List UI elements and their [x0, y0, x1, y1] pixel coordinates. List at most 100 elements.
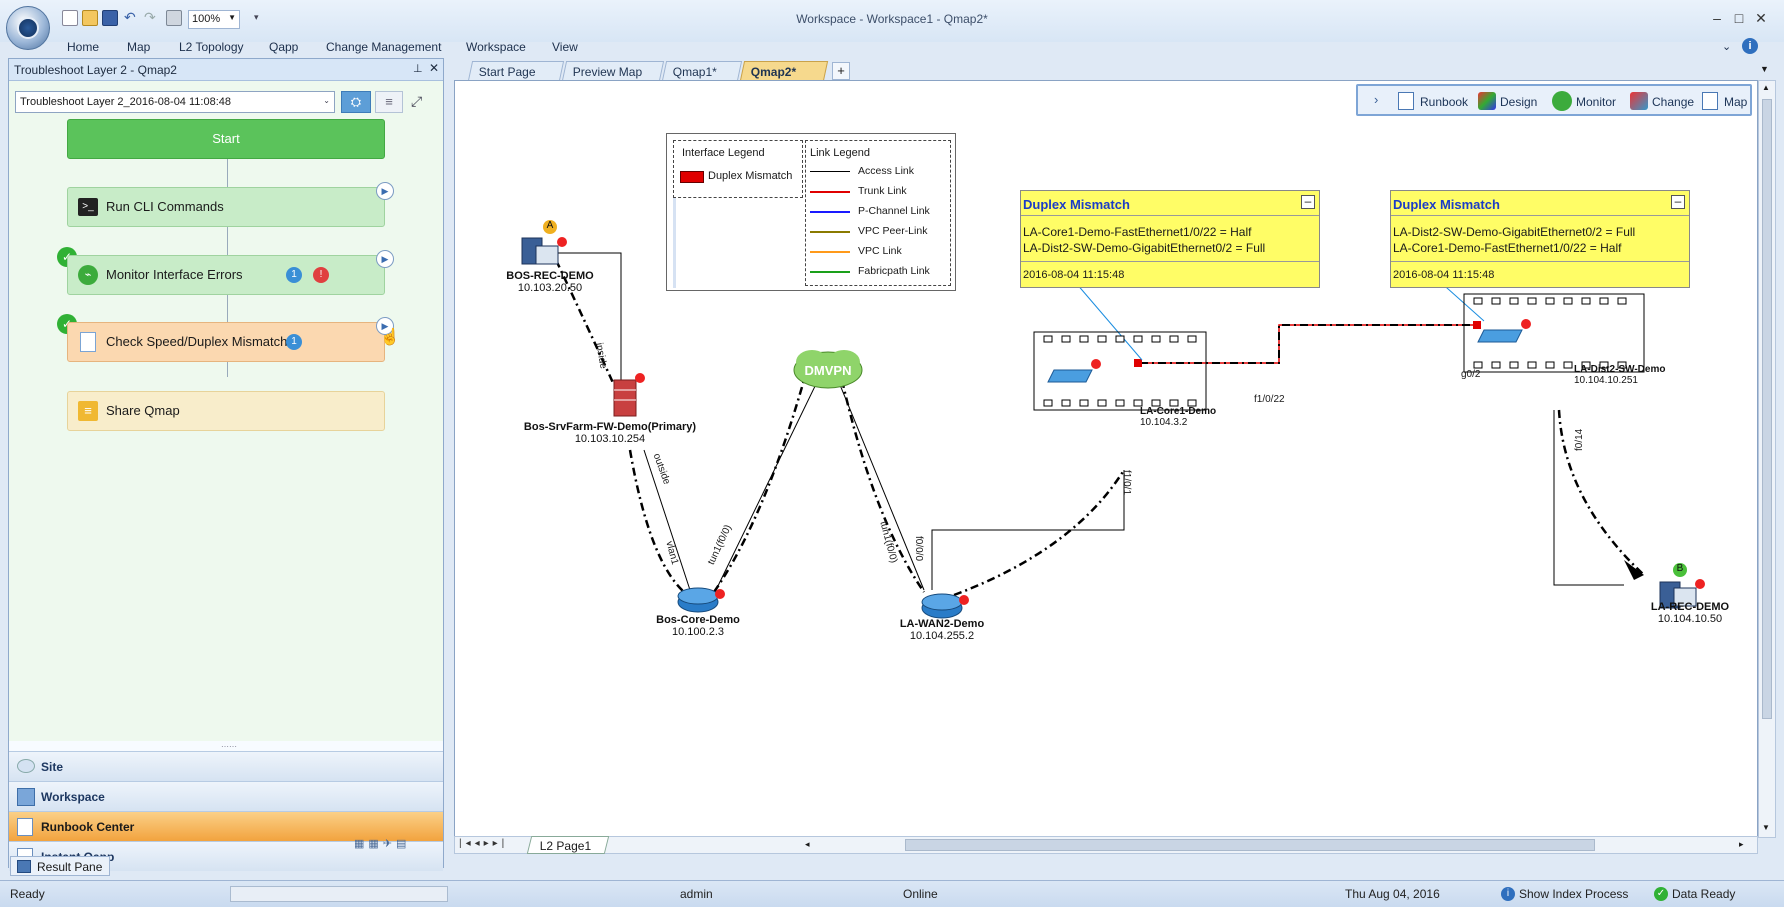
- device-bos-fw[interactable]: Bos-SrvFarm-FW-Demo(Primary)10.103.10.25…: [500, 421, 720, 445]
- save-icon[interactable]: [102, 10, 118, 26]
- tab-preview-map[interactable]: Preview Map: [561, 61, 665, 81]
- device-dmvpn[interactable]: DMVPN: [804, 363, 852, 378]
- menu-view[interactable]: View: [552, 40, 578, 54]
- legend-line-pchannel: [810, 211, 850, 213]
- horizontal-scroll-thumb[interactable]: [905, 839, 1595, 851]
- panel-small-icons[interactable]: ▦▦✈▤: [354, 838, 411, 850]
- toolbar-monitor[interactable]: Monitor: [1576, 95, 1617, 109]
- runbook-select[interactable]: Troubleshoot Layer 2_2016-08-04 11:08:48…: [15, 91, 335, 113]
- cloud-icon[interactable]: [793, 350, 863, 389]
- duplex-note-2[interactable]: Duplex Mismatch – LA-Dist2-SW-Demo-Gigab…: [1390, 190, 1690, 288]
- duplex-mismatch-marker[interactable]: [1134, 359, 1142, 367]
- menu-map[interactable]: Map: [127, 40, 151, 54]
- toolbar-change[interactable]: Change: [1652, 95, 1695, 109]
- print-icon[interactable]: [166, 10, 182, 26]
- data-ready-icon: ✓: [1654, 887, 1668, 901]
- vertical-scroll-thumb[interactable]: [1762, 99, 1772, 719]
- info-badge[interactable]: 1: [286, 267, 302, 283]
- router-icon[interactable]: [677, 587, 725, 613]
- start-step[interactable]: Start: [67, 119, 385, 159]
- run-step-icon[interactable]: ▶: [376, 317, 394, 335]
- scroll-right-icon[interactable]: ▸: [1739, 839, 1744, 849]
- step-run-cli[interactable]: >_ Run CLI Commands ▶: [67, 182, 394, 227]
- zoom-select[interactable]: 100%▼: [188, 10, 240, 29]
- step-label: Run CLI Commands: [106, 199, 224, 214]
- menu-home[interactable]: Home: [67, 40, 100, 54]
- note-collapse-button[interactable]: –: [1671, 195, 1685, 209]
- router-icon[interactable]: [921, 593, 969, 619]
- nav-site[interactable]: Site: [9, 751, 443, 781]
- switch-icon[interactable]: [1047, 359, 1101, 383]
- page-nav-icons[interactable]: |◂◂▸▸|: [459, 838, 509, 849]
- scroll-left-icon[interactable]: ◂: [805, 839, 810, 849]
- duplex-note-1[interactable]: Duplex Mismatch – LA-Core1-Demo-FastEthe…: [1020, 190, 1320, 288]
- toolbar-map[interactable]: Map: [1724, 95, 1748, 109]
- undo-icon[interactable]: ↶: [124, 9, 136, 25]
- tab-label: Qmap2*: [750, 65, 797, 79]
- tab-qmap1[interactable]: Qmap1*: [661, 61, 743, 81]
- server-icon[interactable]: [521, 237, 567, 265]
- pin-icon[interactable]: ⊥: [413, 63, 423, 75]
- open-folder-icon[interactable]: [82, 10, 98, 26]
- add-tab-button[interactable]: +: [832, 62, 850, 80]
- result-pane-tab[interactable]: Result Pane: [10, 856, 110, 876]
- toolbar-expand-icon[interactable]: ›: [1374, 92, 1379, 107]
- fullscreen-icon[interactable]: ⤢: [411, 93, 423, 109]
- ribbon-collapse-icon[interactable]: ⌄: [1722, 41, 1732, 53]
- app-logo-icon: [17, 17, 39, 39]
- scroll-up-icon[interactable]: ▲: [1762, 83, 1770, 92]
- help-icon[interactable]: i: [1742, 38, 1758, 54]
- duplex-mismatch-marker[interactable]: [1473, 321, 1481, 329]
- switch-icon[interactable]: [1477, 319, 1531, 343]
- menu-workspace[interactable]: Workspace: [466, 40, 526, 54]
- menu-change-management[interactable]: Change Management: [326, 40, 442, 54]
- info-badge[interactable]: 1: [286, 334, 302, 350]
- redo-icon[interactable]: ↷: [144, 9, 156, 25]
- toolbar-design[interactable]: Design: [1500, 95, 1538, 109]
- status-ready: Ready: [10, 887, 45, 901]
- vertical-scrollbar[interactable]: ▲ ▼: [1758, 80, 1776, 838]
- server-icon[interactable]: [1659, 579, 1705, 609]
- step-check-speed-duplex[interactable]: Check Speed/Duplex Mismatch 1 ▶ ☝: [67, 317, 400, 362]
- scroll-down-icon[interactable]: ▼: [1762, 823, 1770, 832]
- nav-runbook-center[interactable]: Runbook Center: [9, 811, 443, 841]
- app-menu-button[interactable]: [6, 6, 50, 50]
- maximize-icon[interactable]: □: [1734, 10, 1744, 26]
- list-view-button[interactable]: ≡: [375, 91, 403, 113]
- status-index-process[interactable]: Show Index Process: [1519, 887, 1629, 901]
- splitter-grip[interactable]: ⋯⋯: [221, 742, 237, 751]
- la-dist2-container: [1463, 293, 1645, 373]
- run-step-icon[interactable]: ▶: [376, 182, 394, 200]
- device-ip: 10.103.10.254: [574, 433, 646, 445]
- link-dist-rec-solid: [1553, 410, 1624, 586]
- tab-list-icon[interactable]: ▼: [1760, 64, 1769, 74]
- flow-view-button[interactable]: ⛭: [341, 91, 371, 113]
- tab-start-page[interactable]: Start Page: [467, 61, 565, 81]
- path-rec-fw: [554, 259, 616, 386]
- run-step-icon[interactable]: ▶: [376, 250, 394, 268]
- firewall-icon[interactable]: [613, 373, 645, 417]
- close-window-icon[interactable]: ✕: [1755, 10, 1767, 26]
- new-file-icon[interactable]: [62, 10, 78, 26]
- note-collapse-button[interactable]: –: [1301, 195, 1315, 209]
- toolbar-runbook[interactable]: Runbook: [1420, 95, 1469, 109]
- tab-qmap2[interactable]: Qmap2*: [739, 61, 829, 81]
- step-monitor-interface-errors[interactable]: ⌁ Monitor Interface Errors 1 ! ▶: [67, 250, 394, 295]
- step-share-qmap[interactable]: ≡ Share Qmap: [67, 391, 385, 431]
- panel-close-icon[interactable]: ✕: [429, 61, 440, 75]
- minimize-icon[interactable]: –: [1713, 10, 1721, 26]
- customize-toolbar-icon[interactable]: ▾: [254, 12, 259, 22]
- menu-qapp[interactable]: Qapp: [269, 40, 299, 54]
- menu-l2-topology[interactable]: L2 Topology: [179, 40, 244, 54]
- nav-workspace[interactable]: Workspace: [9, 781, 443, 811]
- error-badge[interactable]: !: [313, 267, 329, 283]
- page-tab-l2-page1[interactable]: L2 Page1: [526, 836, 610, 854]
- horizontal-scrollbar[interactable]: |◂◂▸▸| L2 Page1 ◂ ▸: [454, 836, 1758, 854]
- map-legend[interactable]: Interface Legend Duplex Mismatch Link Le…: [666, 133, 956, 291]
